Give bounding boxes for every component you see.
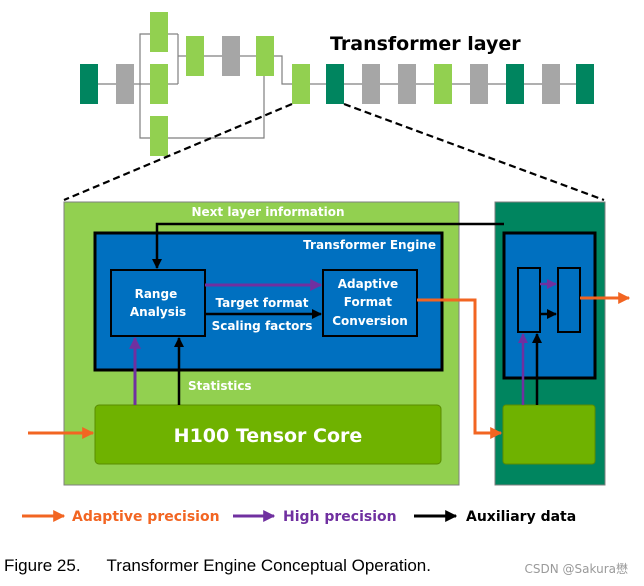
watermark: CSDN @Sakura懋 — [524, 562, 628, 576]
net-block-green-selected — [292, 64, 310, 104]
net-block-gray-2 — [222, 36, 240, 76]
target-format-label: Target format — [215, 296, 308, 310]
range-analysis-label: Range Analysis — [130, 287, 186, 319]
legend-high-label: High precision — [283, 509, 397, 525]
net-block-gray-4 — [398, 64, 416, 104]
figure-number: Figure 25. — [4, 556, 81, 575]
range-analysis-box — [110, 269, 206, 337]
transformer-engine-label: Transformer Engine — [303, 238, 436, 252]
net-block-green-top — [150, 12, 168, 52]
net-block-teal-1 — [80, 64, 98, 104]
net-block-gray-1 — [116, 64, 134, 104]
net-block-gray-6 — [542, 64, 560, 104]
net-block-green-2 — [186, 36, 204, 76]
network-sketch — [80, 12, 594, 156]
figure-caption-text: Transformer Engine Conceptual Operation. — [106, 556, 431, 575]
net-block-green-3 — [256, 36, 274, 76]
teal-core-box — [502, 404, 596, 465]
next-layer-feedback-arrow — [152, 222, 504, 269]
tensor-core-box — [94, 404, 442, 465]
net-block-gray-5 — [470, 64, 488, 104]
net-block-green-bottom — [150, 116, 168, 156]
net-block-teal-3 — [576, 64, 594, 104]
net-block-green-mid — [150, 64, 168, 104]
figure-caption: Figure 25. Transformer Engine Conceptual … — [4, 556, 431, 576]
adaptive-format-line-3: Conversion — [332, 314, 408, 328]
orange-adaptive-to-teal-arrow — [417, 298, 503, 439]
adaptive-format-box — [322, 269, 418, 337]
network-connectors — [98, 33, 576, 139]
statistics-label: Statistics — [188, 379, 252, 393]
legend: Adaptive precision High precision Auxili… — [22, 509, 576, 525]
range-analysis-line-2: Analysis — [130, 305, 186, 319]
teal-inner-block-left — [517, 267, 541, 333]
net-block-teal-selected — [326, 64, 344, 104]
range-analysis-line-1: Range — [135, 287, 178, 301]
transformer-layer-title: Transformer layer — [330, 33, 521, 55]
adaptive-format-label: Adaptive Format Conversion — [332, 277, 408, 328]
legend-aux-label: Auxiliary data — [466, 509, 576, 525]
adaptive-format-line-1: Adaptive — [338, 277, 398, 291]
tensor-core-label: H100 Tensor Core — [174, 425, 363, 447]
adaptive-format-line-2: Format — [344, 295, 392, 309]
net-block-gray-3 — [362, 64, 380, 104]
zoom-lines — [63, 102, 605, 202]
teal-inner-block-right — [557, 267, 581, 333]
scaling-factors-label: Scaling factors — [212, 319, 313, 333]
net-block-teal-2 — [506, 64, 524, 104]
legend-adaptive-label: Adaptive precision — [72, 509, 220, 525]
net-block-green-4 — [434, 64, 452, 104]
next-layer-info-label: Next layer information — [191, 205, 344, 219]
